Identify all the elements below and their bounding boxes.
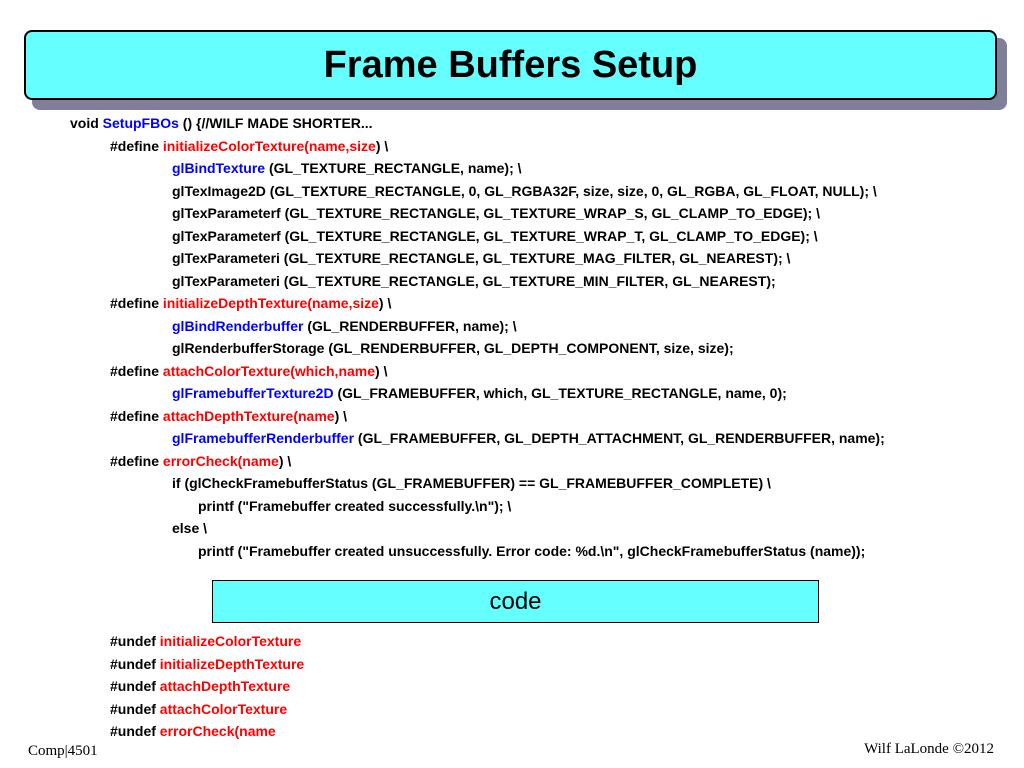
macro-name: errorCheck(name xyxy=(162,452,279,469)
code-line: glTexParameterf (GL_TEXTURE_RECTANGLE, G… xyxy=(172,205,820,221)
macro-name: initializeDepthTexture xyxy=(159,656,305,672)
code-line-void: void SetupFBOs () {//WILF MADE SHORTER..… xyxy=(70,114,373,132)
macro-name: initializeColorTexture(name,size xyxy=(162,137,376,154)
code-text: ) \ xyxy=(375,137,389,154)
macro-name: attachColorTexture xyxy=(159,701,288,717)
code-line: glBindTexture (GL_TEXTURE_RECTANGLE, nam… xyxy=(172,159,522,177)
code-line-define: #define errorCheck(name) \ xyxy=(110,452,291,470)
code-line: printf ("Framebuffer created unsuccessfu… xyxy=(198,542,866,559)
code-text: #undef xyxy=(110,633,160,649)
code-text: #define xyxy=(110,295,163,311)
code-text: (GL_RENDERBUFFER, name); \ xyxy=(303,317,517,334)
macro-name: attachColorTexture(which,name xyxy=(162,362,376,379)
code-line: glFramebufferTexture2D (GL_FRAMEBUFFER, … xyxy=(172,384,787,402)
code-line: printf ("Framebuffer created successfull… xyxy=(198,497,512,514)
code-text: #define xyxy=(110,407,163,424)
function-name: glFramebufferTexture2D xyxy=(172,385,334,401)
code-line: else \ xyxy=(172,520,208,536)
code-line: glTexParameteri (GL_TEXTURE_RECTANGLE, G… xyxy=(172,272,776,289)
code-text: #undef xyxy=(110,678,160,694)
code-text: #define xyxy=(110,137,163,154)
code-text: ) \ xyxy=(378,295,392,311)
code-placeholder-box: code xyxy=(212,580,819,623)
function-name: glBindTexture xyxy=(172,160,266,176)
macro-name: initializeDepthTexture(name,size xyxy=(162,295,379,311)
code-line-undef: #undef errorCheck(name xyxy=(110,722,276,740)
code-text: ) \ xyxy=(334,407,348,424)
code-line: glTexParameterf (GL_TEXTURE_RECTANGLE, G… xyxy=(172,227,818,244)
code-text: () {//WILF MADE SHORTER... xyxy=(178,115,373,131)
footer-author: Wilf LaLonde ©2012 xyxy=(864,741,994,757)
macro-name: initializeColorTexture xyxy=(159,633,302,649)
code-text: #undef xyxy=(110,656,160,672)
code-line: glFramebufferRenderbuffer (GL_FRAMEBUFFE… xyxy=(172,429,885,447)
slide-title: Frame Buffers Setup xyxy=(323,43,698,86)
code-text: #undef xyxy=(110,701,160,717)
code-line: glRenderbufferStorage (GL_RENDERBUFFER, … xyxy=(172,340,734,356)
code-line: glTexImage2D (GL_TEXTURE_RECTANGLE, 0, G… xyxy=(172,182,877,199)
code-line-define: #define initializeDepthTexture(name,size… xyxy=(110,294,391,312)
code-line-define: #define attachColorTexture(which,name) \ xyxy=(110,362,387,380)
function-name: glFramebufferRenderbuffer xyxy=(172,430,355,446)
code-text: void xyxy=(70,115,103,131)
code-line-undef: #undef initializeDepthTexture xyxy=(110,655,304,673)
macro-name: attachDepthTexture xyxy=(159,678,291,694)
code-line-undef: #undef attachColorTexture xyxy=(110,700,287,718)
function-name: glBindRenderbuffer xyxy=(172,317,304,334)
footer-course: Comp|4501 xyxy=(28,743,98,759)
macro-name: errorCheck(name xyxy=(159,723,276,739)
code-text: #define xyxy=(110,362,163,379)
code-line-define: #define attachDepthTexture(name) \ xyxy=(110,407,347,425)
code-line-undef: #undef attachDepthTexture xyxy=(110,677,290,695)
macro-name: attachDepthTexture(name xyxy=(162,407,335,424)
code-line-undef: #undef initializeColorTexture xyxy=(110,632,301,650)
code-text: #define xyxy=(110,452,163,469)
code-line: glTexParameteri (GL_TEXTURE_RECTANGLE, G… xyxy=(172,250,791,266)
code-line: glBindRenderbuffer (GL_RENDERBUFFER, nam… xyxy=(172,317,517,335)
code-line-define: #define initializeColorTexture(name,size… xyxy=(110,137,388,155)
code-text: ) \ xyxy=(375,362,388,379)
code-line: if (glCheckFramebufferStatus (GL_FRAMEBU… xyxy=(172,475,771,491)
code-text: (GL_FRAMEBUFFER, which, GL_TEXTURE_RECTA… xyxy=(333,385,787,401)
code-text: #undef xyxy=(110,723,160,739)
code-text: (GL_TEXTURE_RECTANGLE, name); \ xyxy=(265,160,522,176)
function-name: SetupFBOs xyxy=(102,115,179,131)
code-text: (GL_FRAMEBUFFER, GL_DEPTH_ATTACHMENT, GL… xyxy=(354,430,885,446)
code-text: ) \ xyxy=(278,452,292,469)
title-box: Frame Buffers Setup xyxy=(24,30,997,100)
